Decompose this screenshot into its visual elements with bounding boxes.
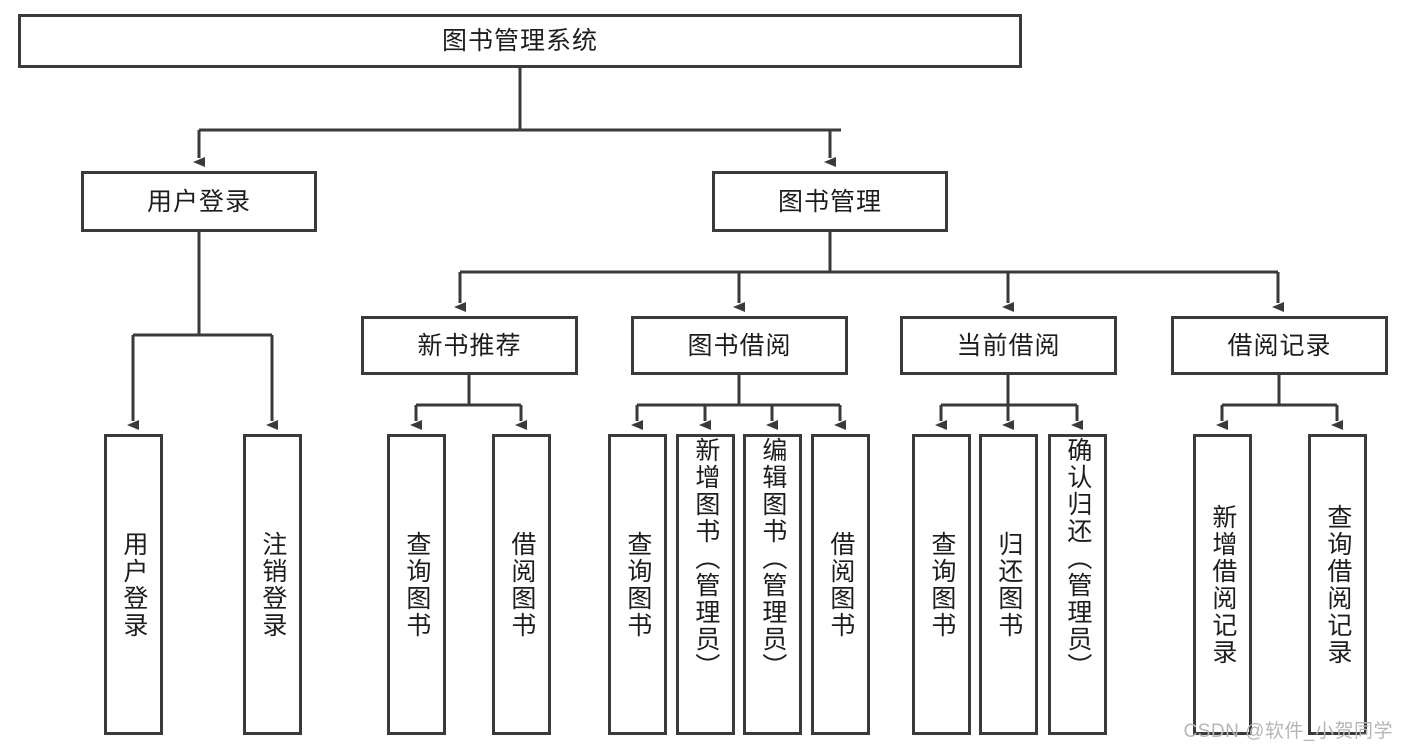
node-label: 借阅图书: [826, 530, 855, 639]
node-borrow-record[interactable]: 借阅记录: [1171, 316, 1388, 375]
watermark: CSDN @软件_小贺同学: [1183, 721, 1393, 742]
node-leaf-add-record[interactable]: 新增借阅记录: [1193, 434, 1252, 735]
node-label: 新书推荐: [417, 331, 522, 360]
node-label: 新增图书（管理员）: [691, 437, 720, 680]
node-leaf-return-book[interactable]: 归还图书: [979, 434, 1038, 735]
node-current-borrow[interactable]: 当前借阅: [900, 316, 1117, 375]
node-label: 归还图书: [994, 530, 1023, 639]
node-label: 借阅记录: [1227, 331, 1332, 360]
node-label: 查询图书: [623, 530, 652, 639]
node-label: 图书借阅: [687, 331, 792, 360]
node-label: 用户登录: [146, 187, 251, 216]
node-label: 查询借阅记录: [1323, 503, 1352, 666]
node-label: 注销登录: [258, 530, 287, 639]
node-label: 查询图书: [927, 530, 956, 639]
node-label: 确认归还（管理员）: [1063, 437, 1092, 680]
node-label: 图书管理系统: [441, 27, 598, 55]
node-label: 新增借阅记录: [1208, 503, 1237, 666]
node-label: 用户登录: [119, 530, 148, 639]
node-new-book-recommend[interactable]: 新书推荐: [361, 316, 578, 375]
node-leaf-query-book-2[interactable]: 查询图书: [608, 434, 667, 735]
node-leaf-add-book[interactable]: 新增图书（管理员）: [676, 434, 735, 735]
node-book-management[interactable]: 图书管理: [712, 171, 948, 232]
node-leaf-borrow-book-1[interactable]: 借阅图书: [492, 434, 551, 735]
node-user-login[interactable]: 用户登录: [81, 171, 317, 232]
node-root-system[interactable]: 图书管理系统: [18, 14, 1022, 68]
node-book-borrow[interactable]: 图书借阅: [631, 316, 848, 375]
node-leaf-logout-login[interactable]: 注销登录: [243, 434, 302, 735]
node-leaf-confirm-return[interactable]: 确认归还（管理员）: [1048, 434, 1107, 735]
node-leaf-user-login[interactable]: 用户登录: [104, 434, 163, 735]
node-label: 编辑图书（管理员）: [758, 437, 787, 680]
node-label: 查询图书: [402, 530, 431, 639]
node-leaf-query-book-3[interactable]: 查询图书: [912, 434, 971, 735]
node-leaf-borrow-book-2[interactable]: 借阅图书: [811, 434, 870, 735]
node-leaf-edit-book[interactable]: 编辑图书（管理员）: [743, 434, 802, 735]
node-label: 当前借阅: [956, 331, 1061, 360]
node-label: 图书管理: [777, 187, 882, 216]
node-leaf-query-record[interactable]: 查询借阅记录: [1308, 434, 1367, 735]
node-label: 借阅图书: [507, 530, 536, 639]
node-leaf-query-book-1[interactable]: 查询图书: [387, 434, 446, 735]
